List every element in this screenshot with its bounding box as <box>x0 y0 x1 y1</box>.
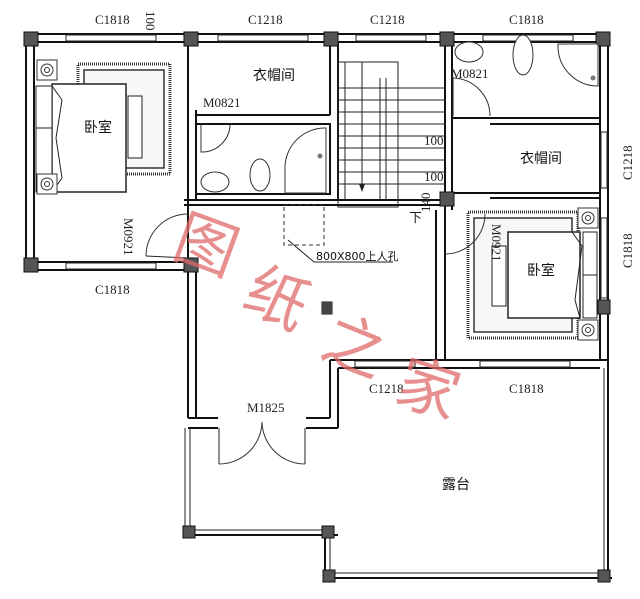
window-label-left-bottom: C1818 <box>95 282 130 297</box>
watermark-char-1: 图 <box>165 200 248 290</box>
window-label-top-mid-left: C1218 <box>248 12 283 27</box>
window-label-terrace-left: C1218 <box>369 381 404 396</box>
watermark-char-4: 家 <box>387 345 469 434</box>
room-label-terrace: 露台 <box>442 477 470 493</box>
room-label-closet-right: 衣帽间 <box>520 151 562 167</box>
dimension-stair-3: 140 <box>418 193 433 213</box>
room-label-bedroom-left: 卧室 <box>84 119 112 136</box>
left-bedroom-furniture <box>35 59 172 195</box>
door-swing-left-bedroom <box>145 213 189 257</box>
columns <box>23 31 611 583</box>
dimension-stair-2: 100 <box>424 169 444 184</box>
room-label-closet-top: 衣帽间 <box>253 68 295 84</box>
dimension-stair-1: 100 <box>424 133 444 148</box>
window-label-top-mid-right: C1218 <box>370 12 405 27</box>
door-label-bedroom-left: M0921 <box>121 218 136 256</box>
door-label-closet: M0821 <box>203 95 241 110</box>
window-label-right-upper: C1218 <box>620 145 635 180</box>
door-label-bedroom-right: M0921 <box>489 224 504 262</box>
stairs <box>338 62 445 200</box>
floor-drain <box>322 302 332 314</box>
access-hatch-label: 800X800上人孔 <box>316 250 399 263</box>
terrace-door <box>218 421 306 465</box>
stair-down-mark: 下 <box>409 210 422 225</box>
watermark-char-2: 纸 <box>234 252 321 344</box>
walls <box>25 33 612 579</box>
watermark: 图 纸 之 家 <box>165 200 469 433</box>
right-bath-fixtures <box>452 34 599 117</box>
left-bath-fixtures <box>200 123 327 194</box>
window-label-top-left: C1818 <box>95 12 130 27</box>
access-hatch <box>283 204 393 263</box>
door-label-terrace: M1825 <box>247 400 285 415</box>
door-label-bath-right: M0821 <box>451 66 489 81</box>
right-bedroom-furniture <box>444 207 599 341</box>
dimension-top-gap: 100 <box>143 11 158 31</box>
window-label-top-right: C1818 <box>509 12 544 27</box>
watermark-char-3: 之 <box>312 301 397 392</box>
window-label-right-lower: C1818 <box>620 233 635 268</box>
room-label-bedroom-right: 卧室 <box>527 262 555 279</box>
window-label-terrace-right: C1818 <box>509 381 544 396</box>
